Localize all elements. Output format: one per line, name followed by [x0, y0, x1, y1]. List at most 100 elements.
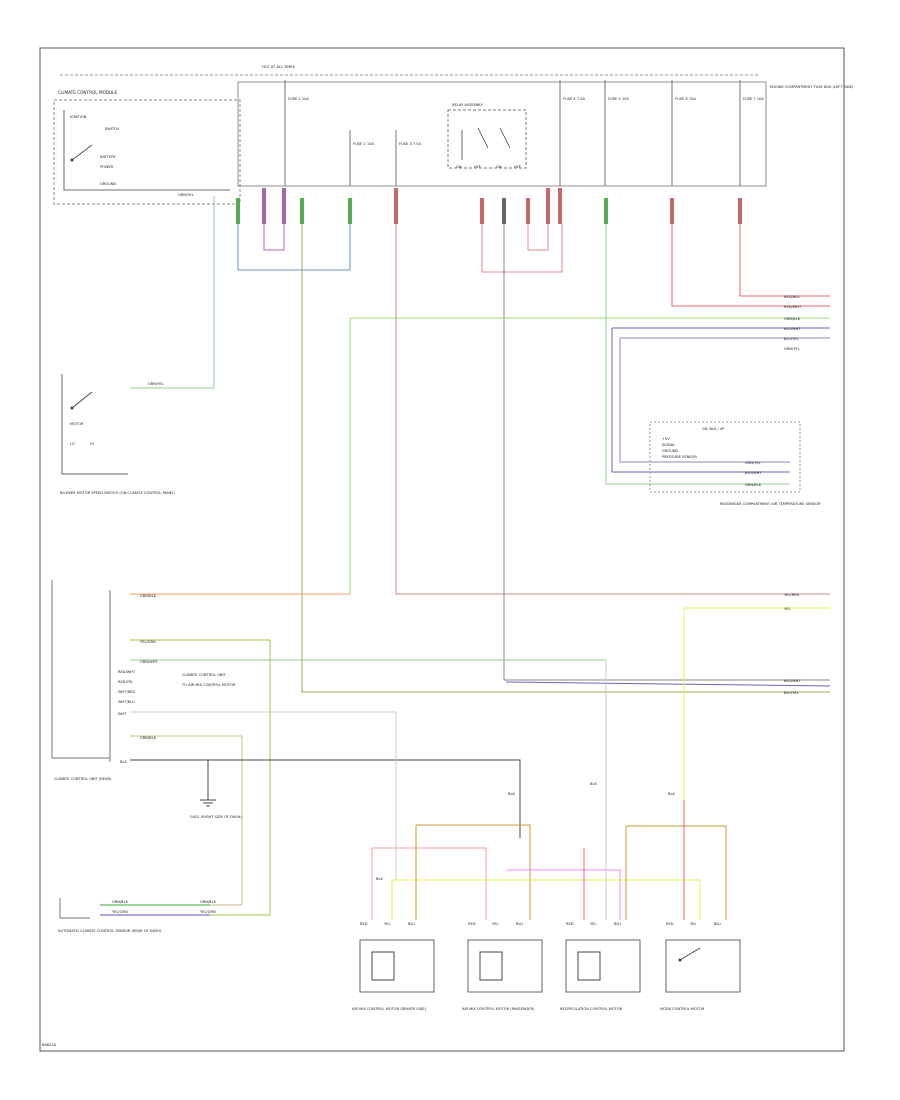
svg-text:BLU: BLU	[408, 922, 415, 926]
svg-text:FUSE 5 15A: FUSE 5 15A	[608, 97, 629, 101]
bottom-component-1-label: AIR MIX CONTROL MOTOR (DRIVER SIDE)	[352, 1007, 427, 1011]
wire-blue-loop	[237, 224, 351, 271]
fuse-2: FUSE 2 10A	[349, 130, 374, 186]
wire-brown-2	[416, 824, 531, 920]
fuse-1: FUSE 1 10A	[284, 80, 309, 186]
svg-text:BLU/YEL: BLU/YEL	[784, 691, 799, 695]
fuse-4: FUSE 4 7.5A	[559, 80, 586, 186]
svg-text:GRN/BLK: GRN/BLK	[112, 900, 129, 904]
wire-brown-3	[625, 825, 727, 920]
svg-text:+5V: +5V	[662, 437, 670, 441]
svg-text:BLK: BLK	[590, 782, 597, 786]
ground-symbol: G401 (RIGHT SIDE OF DASH)	[190, 799, 242, 819]
svg-text:FUSE 1 10A: FUSE 1 10A	[288, 97, 309, 101]
wire-brown-1	[130, 735, 243, 906]
bottom-component-2-label: AIR MIX CONTROL MOTOR (PASSENGER)	[462, 1007, 535, 1011]
fuse-row: FUSE 1 10A FUSE 2 10A FUSE 3 7.5A FUSE 4…	[284, 80, 764, 186]
wire-grn-yel-1	[130, 196, 215, 389]
svg-text:GRN/BLK: GRN/BLK	[140, 736, 157, 740]
svg-text:ON: ON	[456, 165, 462, 169]
cc-label-1: IGNITION	[70, 115, 87, 119]
svg-text:YEL/RED: YEL/RED	[784, 593, 799, 597]
svg-text:GRN/YEL: GRN/YEL	[148, 382, 164, 386]
wires	[100, 196, 831, 920]
climate-control-module: CLIMATE CONTROL MODULE IGNITION SWITCH B…	[53, 90, 241, 205]
svg-text:RED: RED	[566, 922, 574, 926]
cc-label-3: BATTERY	[100, 155, 117, 159]
svg-text:RED: RED	[666, 922, 674, 926]
wire-pink	[371, 847, 487, 920]
svg-text:GRN/BLK: GRN/BLK	[784, 317, 801, 321]
svg-text:YEL: YEL	[784, 607, 790, 611]
wire-red-long	[395, 224, 830, 595]
svg-text:PRESSURE SENSOR: PRESSURE SENSOR	[662, 455, 697, 459]
fuse-6: FUSE 6 15A	[671, 80, 696, 186]
svg-text:BLU: BLU	[516, 922, 523, 926]
fuse-5: FUSE 5 15A	[604, 80, 629, 186]
bottom-component-4: RED YEL BLU MODE CONTROL MOTOR	[660, 922, 741, 1011]
svg-text:HI: HI	[90, 442, 94, 446]
svg-text:GRN/BLK: GRN/BLK	[745, 483, 762, 487]
svg-text:YEL/GRN: YEL/GRN	[200, 910, 216, 914]
wire-magenta	[506, 869, 621, 920]
svg-text:MOTOR: MOTOR	[70, 422, 84, 426]
wire-red-right-1	[671, 224, 830, 307]
wire-yel-right	[683, 607, 830, 800]
svg-text:FUSE 2 10A: FUSE 2 10A	[353, 142, 374, 146]
svg-text:GRN/YEL: GRN/YEL	[784, 347, 800, 351]
bottom-component-1: RED YEL BLU AIR MIX CONTROL MOTOR (DRIVE…	[352, 922, 435, 1011]
svg-text:BLK: BLK	[508, 792, 515, 796]
bottom-component-3-label: RECIRCULATION CONTROL MOTOR	[560, 1007, 623, 1011]
bottom-left-sensor: GRN/BLK YEL/GRN GRN/BLK YEL/GRN AUTOMATI…	[58, 898, 217, 933]
bottom-component-4-label: MODE CONTROL MOTOR	[660, 1007, 705, 1011]
svg-text:WHT: WHT	[118, 712, 127, 716]
ecu-side-label: CLIMATE CONTROL UNIT	[182, 673, 227, 677]
blower-switch-label: BLOWER MOTOR SPEED SWITCH (ON CLIMATE CO…	[60, 491, 176, 495]
svg-text:WHT/BLU: WHT/BLU	[118, 700, 135, 704]
svg-text:BLU: BLU	[614, 922, 621, 926]
svg-text:RED: RED	[468, 922, 476, 926]
svg-text:YEL/GRN: YEL/GRN	[140, 640, 156, 644]
svg-text:OFF: OFF	[474, 165, 481, 169]
diagram-frame	[39, 47, 845, 1052]
cc-label-2: SWITCH	[105, 127, 119, 131]
svg-text:BLU/WHT: BLU/WHT	[745, 471, 762, 475]
svg-text:BLU/WHT: BLU/WHT	[784, 679, 801, 683]
ecu: GRN/BLK YEL/GRN GRN/WHT RED/WHT RED/YEL …	[51, 580, 236, 781]
svg-text:SIGNAL: SIGNAL	[662, 443, 675, 447]
svg-text:BLK: BLK	[668, 792, 675, 796]
blower-switch: GRN/YEL MOTOR LO HI BLOWER MOTOR SPEED S…	[60, 374, 176, 495]
cc-wire-label: GRN/YEL	[178, 193, 194, 197]
ground-label: G401 (RIGHT SIDE OF DASH)	[190, 815, 242, 819]
wire-blue-horiz-2	[619, 337, 830, 463]
wire-yellow-bottom	[391, 879, 701, 920]
svg-text:GRN/BLK: GRN/BLK	[200, 900, 217, 904]
svg-text:YEL: YEL	[590, 922, 596, 926]
connector-pins	[236, 188, 742, 224]
fuse-7: FUSE 7 10A	[739, 80, 764, 186]
bottom-component-3: RED YEL BLU RECIRCULATION CONTROL MOTOR	[560, 922, 641, 1011]
svg-text:YEL: YEL	[492, 922, 498, 926]
svg-text:GRN/YEL: GRN/YEL	[745, 461, 761, 465]
ecu-module-label: CLIMATE CONTROL UNIT (REAR)	[54, 777, 112, 781]
right-side-wires: YEL/RED YEL BLU/WHT BLU/YEL	[784, 593, 801, 695]
svg-text:CN: BLK / 4P: CN: BLK / 4P	[702, 427, 725, 431]
mid-right-sensor: CN: BLK / 4P +5V SIGNAL GROUND PRESSURE …	[649, 421, 821, 506]
svg-text:WHT/RED: WHT/RED	[118, 690, 135, 694]
wire-black-gnd	[130, 759, 521, 838]
svg-text:BLU/YEL: BLU/YEL	[784, 337, 799, 341]
right-module-label: ENGINE COMPARTMENT FUSE BOX (LEFT SIDE)	[770, 85, 854, 89]
wire-blue-horiz-1	[611, 327, 830, 473]
svg-text:BLK: BLK	[120, 760, 127, 764]
junction-labels: BLK BLK BLK BLK	[376, 782, 675, 881]
wire-green-right	[605, 224, 790, 485]
wire-yel-grn	[130, 639, 271, 916]
cc-label-4: POWER	[100, 165, 114, 169]
top-bus-label: HOT AT ALL TIMES	[262, 65, 296, 69]
svg-text:RED/YEL: RED/YEL	[118, 680, 133, 684]
svg-text:ON: ON	[496, 165, 502, 169]
svg-text:LO: LO	[70, 442, 75, 446]
wire-gray-long	[503, 224, 830, 681]
svg-text:BLU: BLU	[714, 922, 721, 926]
